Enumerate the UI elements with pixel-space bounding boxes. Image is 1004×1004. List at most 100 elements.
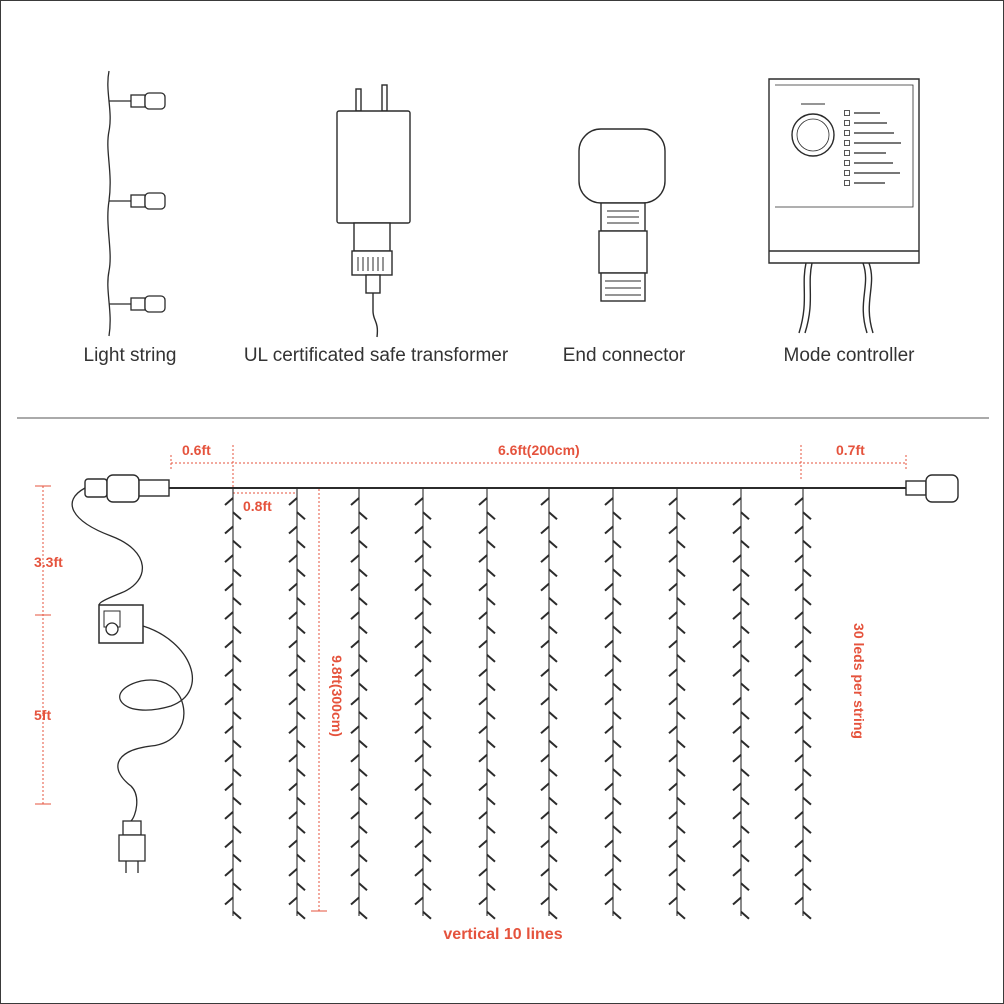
led-bulb [794, 611, 804, 620]
mode-list-mark [844, 138, 901, 148]
led-bulb [548, 739, 558, 749]
led-bulb [350, 782, 360, 792]
led-bulb [668, 868, 678, 877]
led-bulb [548, 540, 558, 549]
led-bulb [794, 896, 804, 906]
led-bulb [668, 554, 678, 563]
led-bulb [676, 597, 686, 606]
led-bulb [414, 725, 424, 735]
led-bulb [414, 497, 424, 506]
led-bulb [414, 811, 424, 820]
light-strand [668, 488, 686, 920]
led-bulb [676, 540, 686, 549]
led-bulb [732, 639, 742, 649]
led-bulb [540, 639, 550, 649]
led-bulb [296, 768, 306, 777]
led-bulb [802, 625, 812, 635]
led-bulb [732, 611, 742, 620]
led-bulb [232, 540, 242, 549]
led-bulb [358, 853, 368, 863]
led-bulb [794, 554, 804, 563]
led-bulb [802, 796, 812, 806]
led-bulb [224, 525, 234, 535]
led-bulb [422, 540, 432, 549]
led-bulb [612, 739, 622, 749]
led-bulb [224, 782, 234, 792]
led-bulb [740, 654, 750, 663]
led-bulb [612, 682, 622, 692]
led-bulb [604, 696, 614, 706]
led-bulb [794, 839, 804, 849]
led-bulb [676, 568, 686, 578]
led-bulb [612, 825, 622, 834]
led-bulb [296, 739, 306, 749]
led-bulb [732, 868, 742, 877]
mode-list-mark [844, 128, 901, 138]
led-bulb [422, 511, 432, 521]
led-bulb [802, 654, 812, 663]
led-bulb [358, 597, 368, 606]
led-bulb [604, 582, 614, 592]
transformer-label: UL certificated safe transformer [243, 345, 509, 366]
led-bulb [358, 882, 368, 891]
led-bulb [540, 554, 550, 563]
led-bulb [288, 554, 298, 563]
led-bulb [732, 582, 742, 592]
led-bulb [422, 825, 432, 834]
led-bulb [232, 597, 242, 606]
led-bulb [414, 639, 424, 649]
led-bulb [358, 910, 368, 920]
light-strands [224, 488, 812, 920]
led-bulb [358, 511, 368, 521]
led-bulb [732, 696, 742, 706]
led-bulb [224, 497, 234, 506]
leds-per-string-label: 30 leds per string [851, 623, 867, 739]
led-bulb [612, 625, 622, 635]
led-bulb [288, 525, 298, 535]
led-bulb [668, 668, 678, 677]
transformer-illustration [336, 84, 411, 338]
led-bulb [540, 896, 550, 906]
led-bulb [802, 682, 812, 692]
led-bulb [350, 868, 360, 877]
led-bulb [350, 668, 360, 677]
led-bulb [350, 725, 360, 735]
led-bulb [486, 625, 496, 635]
led-bulb [548, 853, 558, 863]
led-bulb [540, 525, 550, 535]
led-bulb [612, 540, 622, 549]
led-bulb [732, 839, 742, 849]
led-bulb [414, 754, 424, 763]
led-bulb [422, 882, 432, 891]
led-bulb [358, 711, 368, 720]
led-bulb [548, 768, 558, 777]
light-string-label: Light string [83, 345, 177, 366]
lead-right-dimension: 0.7ft [836, 442, 865, 458]
led-bulb [740, 625, 750, 635]
led-bulb [288, 611, 298, 620]
led-bulb [232, 910, 242, 920]
light-strand [478, 488, 496, 920]
led-bulb [668, 639, 678, 649]
mode-list-mark [844, 178, 901, 188]
led-bulb [422, 568, 432, 578]
led-bulb [604, 525, 614, 535]
led-bulb [422, 768, 432, 777]
led-bulb [422, 682, 432, 692]
led-bulb [486, 739, 496, 749]
led-bulb [422, 625, 432, 635]
led-bulb [224, 868, 234, 877]
light-strand [604, 488, 622, 920]
led-bulb [486, 853, 496, 863]
led-bulb [296, 853, 306, 863]
led-bulb [732, 668, 742, 677]
led-bulb [288, 668, 298, 677]
top-wire-dimension: 6.6ft(200cm) [498, 442, 580, 458]
led-bulb [478, 639, 488, 649]
led-bulb [350, 639, 360, 649]
led-bulb [604, 868, 614, 877]
led-bulb [548, 654, 558, 663]
light-strand [288, 488, 306, 920]
led-bulb [612, 711, 622, 720]
